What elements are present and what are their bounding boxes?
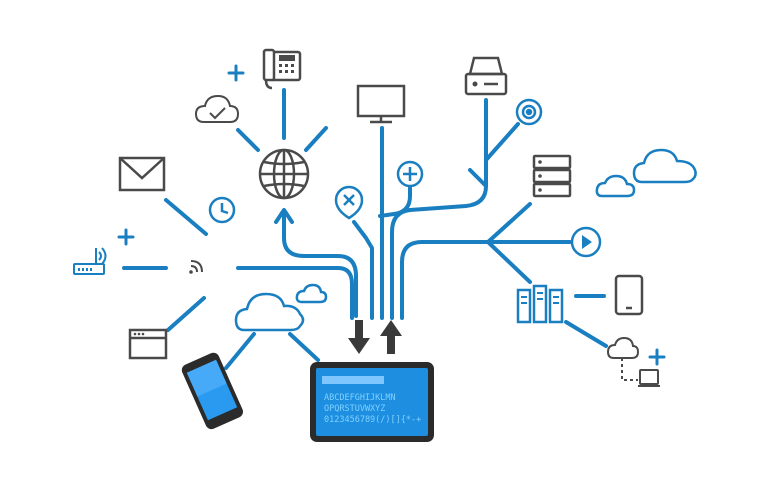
envelope-icon: [118, 156, 166, 192]
cloud-icon: [295, 283, 328, 304]
arrow-up-icon: [380, 320, 402, 354]
cloud-icon: [595, 174, 636, 198]
plus-icon: [117, 228, 135, 246]
play-icon: [570, 226, 602, 258]
globe-icon: [258, 148, 310, 200]
server-icon: [532, 154, 572, 198]
connector-lines: [122, 88, 608, 370]
smartphone-icon: [181, 352, 243, 430]
tablet-text-line-1: ABCDEFGHIJKLMN: [324, 393, 396, 403]
arrow-down-icon: [348, 320, 370, 354]
cloud-icon: [632, 148, 697, 184]
router-icon: [73, 247, 107, 275]
hard-drive-icon: [464, 56, 508, 96]
plus-icon: [227, 64, 245, 82]
tablet-text-line-3: 0123456789(/)[]{*-+: [324, 415, 421, 425]
plus-circle-icon: [396, 160, 424, 188]
cloud-icon: [234, 292, 305, 332]
tablet-text-line-2: OPQRSTUVWXYZ: [324, 404, 385, 414]
server-rack-icon: [516, 284, 564, 324]
close-marker-icon: [334, 185, 364, 220]
cloud-device-icon: [606, 336, 660, 387]
desk-phone-icon: [262, 48, 302, 90]
target-icon: [515, 98, 543, 126]
wireless-icon: [189, 260, 203, 274]
monitor-icon: [356, 84, 406, 124]
main-tablet: ABCDEFGHIJKLMN OPQRSTUVWXYZ 0123456789(/…: [310, 362, 434, 442]
plus-icon: [648, 348, 666, 366]
tablet-icon: [614, 274, 644, 316]
cloud-check-icon: [194, 94, 240, 123]
clock-icon: [208, 196, 236, 224]
browser-window-icon: [128, 328, 168, 360]
